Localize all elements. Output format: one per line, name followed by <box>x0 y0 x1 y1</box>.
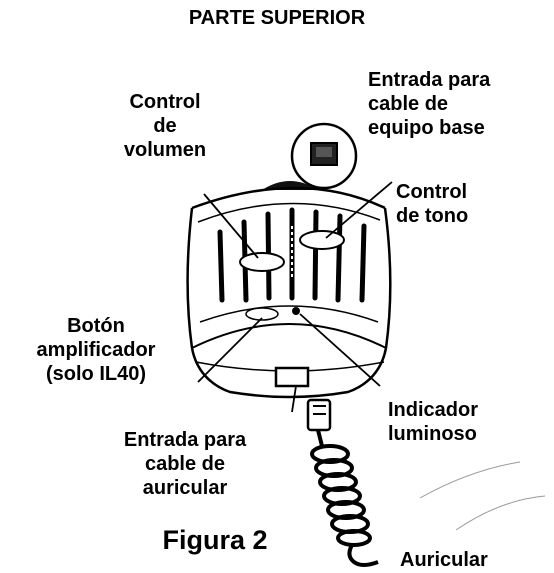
label-boost-button: Botón amplificador (solo IL40) <box>36 315 156 385</box>
label-volume-control: Control de volumen <box>123 91 207 161</box>
volume-slider <box>239 252 285 272</box>
figure-caption: Figura 2 <box>162 525 268 555</box>
label-base-cable-input: Entrada para cable de equipo base <box>368 69 491 139</box>
label-handset: Auricular <box>400 549 488 571</box>
phone-body <box>186 186 392 399</box>
handset-jack <box>274 366 310 388</box>
label-tone-control: Control de tono <box>396 181 469 227</box>
boost-button <box>245 307 279 321</box>
base-cable-jack-inset <box>290 122 358 190</box>
page-title: PARTE SUPERIOR <box>188 7 366 29</box>
label-indicator-light: Indicador luminoso <box>388 399 479 445</box>
leader-lines <box>197 181 393 413</box>
label-handset-cable-input: Entrada para cable de auricular <box>123 429 247 499</box>
tone-slider <box>299 230 345 250</box>
coiled-cord <box>306 398 379 567</box>
indicator-light <box>292 307 300 315</box>
